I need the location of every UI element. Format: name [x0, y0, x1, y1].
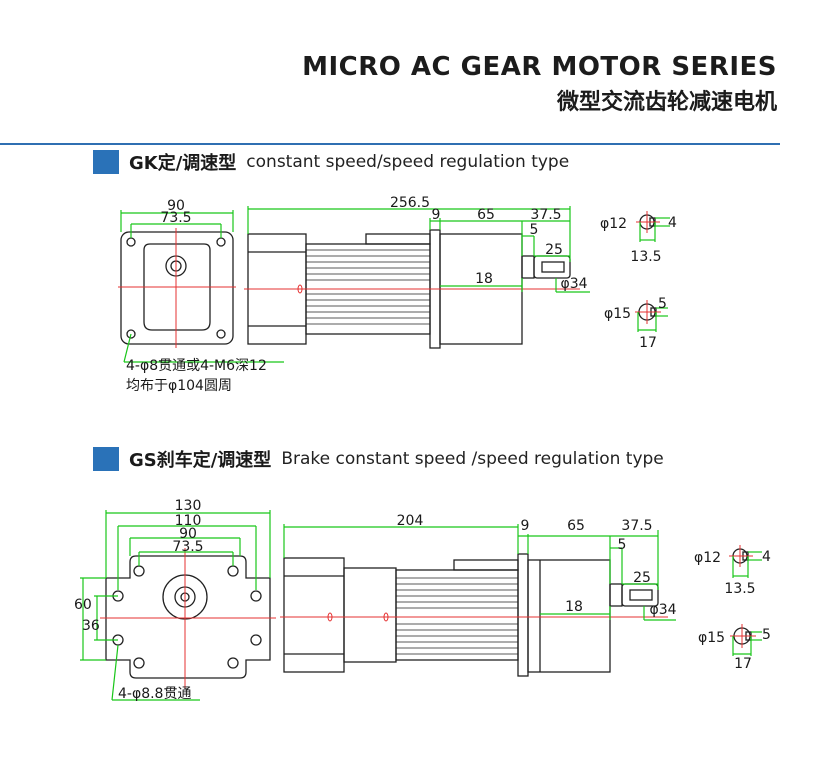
- gk-mount-note-2: 均布于φ104圆周: [126, 378, 232, 394]
- gk-shaft-key-12: [636, 211, 670, 242]
- gs-dim-37-5: 37.5: [621, 518, 652, 534]
- gs-key1-w: 4: [762, 549, 771, 565]
- gs-dim-18: 18: [565, 599, 583, 615]
- gk-dim-73-5: 73.5: [160, 210, 191, 226]
- gs-dim-9: 9: [521, 518, 530, 534]
- gk-dim-9: 9: [432, 207, 441, 223]
- gk-key2-h: 17: [639, 335, 657, 351]
- gk-key2-w: 5: [658, 296, 667, 312]
- gs-dim-60: 60: [74, 597, 92, 613]
- gk-dim-25: 25: [545, 242, 563, 258]
- gk-dim-65: 65: [477, 207, 495, 223]
- gs-dim-36: 36: [82, 618, 100, 634]
- gs-front-view: [80, 510, 276, 701]
- gs-dim-phi34: φ34: [649, 602, 676, 618]
- gk-side-view: [244, 206, 590, 349]
- gs-mount-note: 4-φ8.8贯通: [118, 686, 191, 702]
- gk-key2-dia: φ15: [604, 306, 631, 322]
- section-gs-title-en: Brake constant speed /speed regulation t…: [281, 449, 664, 469]
- gk-dim-18: 18: [475, 271, 493, 287]
- section-gk-heading: GK定/调速型 constant speed/speed regulation …: [93, 149, 569, 175]
- gs-key2-h: 17: [734, 656, 752, 672]
- gk-dim-5: 5: [530, 222, 539, 238]
- gs-dim-110: 110: [175, 513, 202, 529]
- gk-dim-phi34: φ34: [560, 276, 587, 292]
- gk-mount-note-1: 4-φ8贯通或4-M6深12: [126, 358, 267, 374]
- gs-shaft-key-12: [729, 545, 762, 578]
- gs-key1-dia: φ12: [694, 550, 721, 566]
- section-gk-title-en: constant speed/speed regulation type: [246, 152, 570, 172]
- gs-dim-204: 204: [397, 513, 424, 529]
- section-gs-title-cn: GS刹车定/调速型: [129, 450, 272, 471]
- gs-dim-5: 5: [618, 537, 627, 553]
- header-divider: [0, 143, 780, 145]
- gs-dim-90: 90: [179, 526, 197, 542]
- gk-dim-90: 90: [167, 198, 185, 214]
- gk-front-view: [118, 210, 284, 363]
- gs-key1-h: 13.5: [724, 581, 755, 597]
- section-marker-icon: [93, 150, 119, 174]
- gk-key1-w: 4: [668, 215, 677, 231]
- gs-key2-dia: φ15: [698, 630, 725, 646]
- title-chinese: 微型交流齿轮减速电机: [556, 90, 777, 115]
- gs-side-view: [280, 524, 676, 677]
- gk-shaft-key-15: [635, 300, 668, 332]
- section-gk-title-cn: GK定/调速型: [129, 153, 237, 174]
- gs-dim-73-5: 73.5: [172, 539, 203, 555]
- section-marker-icon: [93, 447, 119, 471]
- gs-dim-130: 130: [175, 498, 202, 514]
- section-gs-heading: GS刹车定/调速型 Brake constant speed /speed re…: [93, 446, 664, 472]
- gs-dim-65: 65: [567, 518, 585, 534]
- gk-key1-dia: φ12: [600, 216, 627, 232]
- title-english: MICRO AC GEAR MOTOR SERIES: [302, 52, 777, 82]
- gk-key1-h: 13.5: [630, 249, 661, 265]
- gs-dim-25: 25: [633, 570, 651, 586]
- gs-key2-w: 5: [762, 627, 771, 643]
- gk-dim-37-5: 37.5: [530, 207, 561, 223]
- gk-dim-256-5: 256.5: [390, 195, 430, 211]
- gs-shaft-key-15: [730, 624, 762, 656]
